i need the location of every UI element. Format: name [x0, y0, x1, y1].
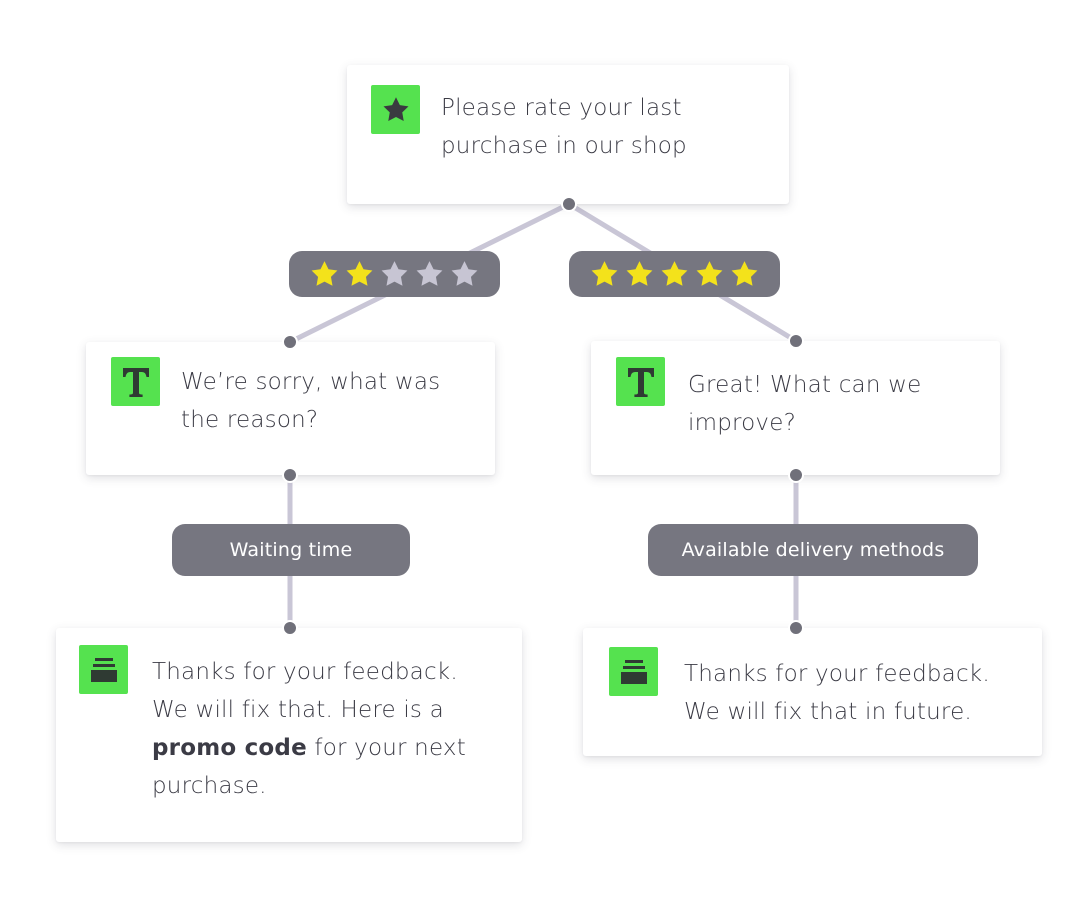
root-question-card[interactable]: Please rate your last purchase in our sh…: [347, 65, 789, 204]
star-empty-icon: [451, 260, 478, 286]
connector-dot-root[interactable]: [561, 196, 577, 212]
star-filled-icon: [626, 260, 653, 286]
inbox-icon: [609, 647, 658, 696]
star-filled-icon: [591, 260, 618, 286]
answer-pill-delivery-methods[interactable]: Available delivery methods: [648, 524, 978, 576]
connector-dot-left-question-top[interactable]: [282, 334, 298, 350]
text-t-icon: [111, 357, 160, 406]
star-filled-icon: [311, 260, 338, 286]
left-result-card[interactable]: Thanks for your feedback. We will fix th…: [56, 628, 522, 842]
rating-pill-low[interactable]: [289, 251, 500, 297]
promo-code-text: promo code: [152, 735, 307, 761]
star-rating-2-of-5: [309, 259, 480, 290]
star-filled-icon: [346, 260, 373, 286]
answer-pill-label: Waiting time: [229, 539, 353, 561]
star-icon: [371, 85, 420, 134]
star-empty-icon: [416, 260, 443, 286]
star-filled-icon: [731, 260, 758, 286]
root-question-text: Please rate your last purchase in our sh…: [441, 95, 687, 159]
inbox-icon: [79, 645, 128, 694]
right-question-card[interactable]: Great! What can we improve?: [591, 341, 1000, 475]
connector-dot-left-result-top[interactable]: [282, 620, 298, 636]
rating-pill-high[interactable]: [569, 251, 780, 297]
right-result-card[interactable]: Thanks for your feedback. We will fix th…: [583, 628, 1042, 756]
star-filled-icon: [661, 260, 688, 286]
left-question-card[interactable]: We’re sorry, what was the reason?: [86, 342, 495, 475]
star-empty-icon: [381, 260, 408, 286]
connector-dot-left-question-bottom[interactable]: [282, 467, 298, 483]
answer-pill-waiting-time[interactable]: Waiting time: [172, 524, 410, 576]
star-filled-icon: [696, 260, 723, 286]
right-result-text: Thanks for your feedback. We will fix th…: [684, 661, 990, 725]
connector-dot-right-question-top[interactable]: [788, 333, 804, 349]
left-result-text: Thanks for your feedback. We will fix th…: [152, 659, 466, 799]
connector-dot-right-question-bottom[interactable]: [788, 467, 804, 483]
right-question-text: Great! What can we improve?: [688, 372, 922, 436]
left-question-text: We’re sorry, what was the reason?: [181, 369, 441, 433]
answer-pill-label: Available delivery methods: [681, 539, 945, 561]
text-t-icon: [616, 357, 665, 406]
star-rating-5-of-5: [589, 259, 760, 290]
connector-dot-right-result-top[interactable]: [788, 620, 804, 636]
